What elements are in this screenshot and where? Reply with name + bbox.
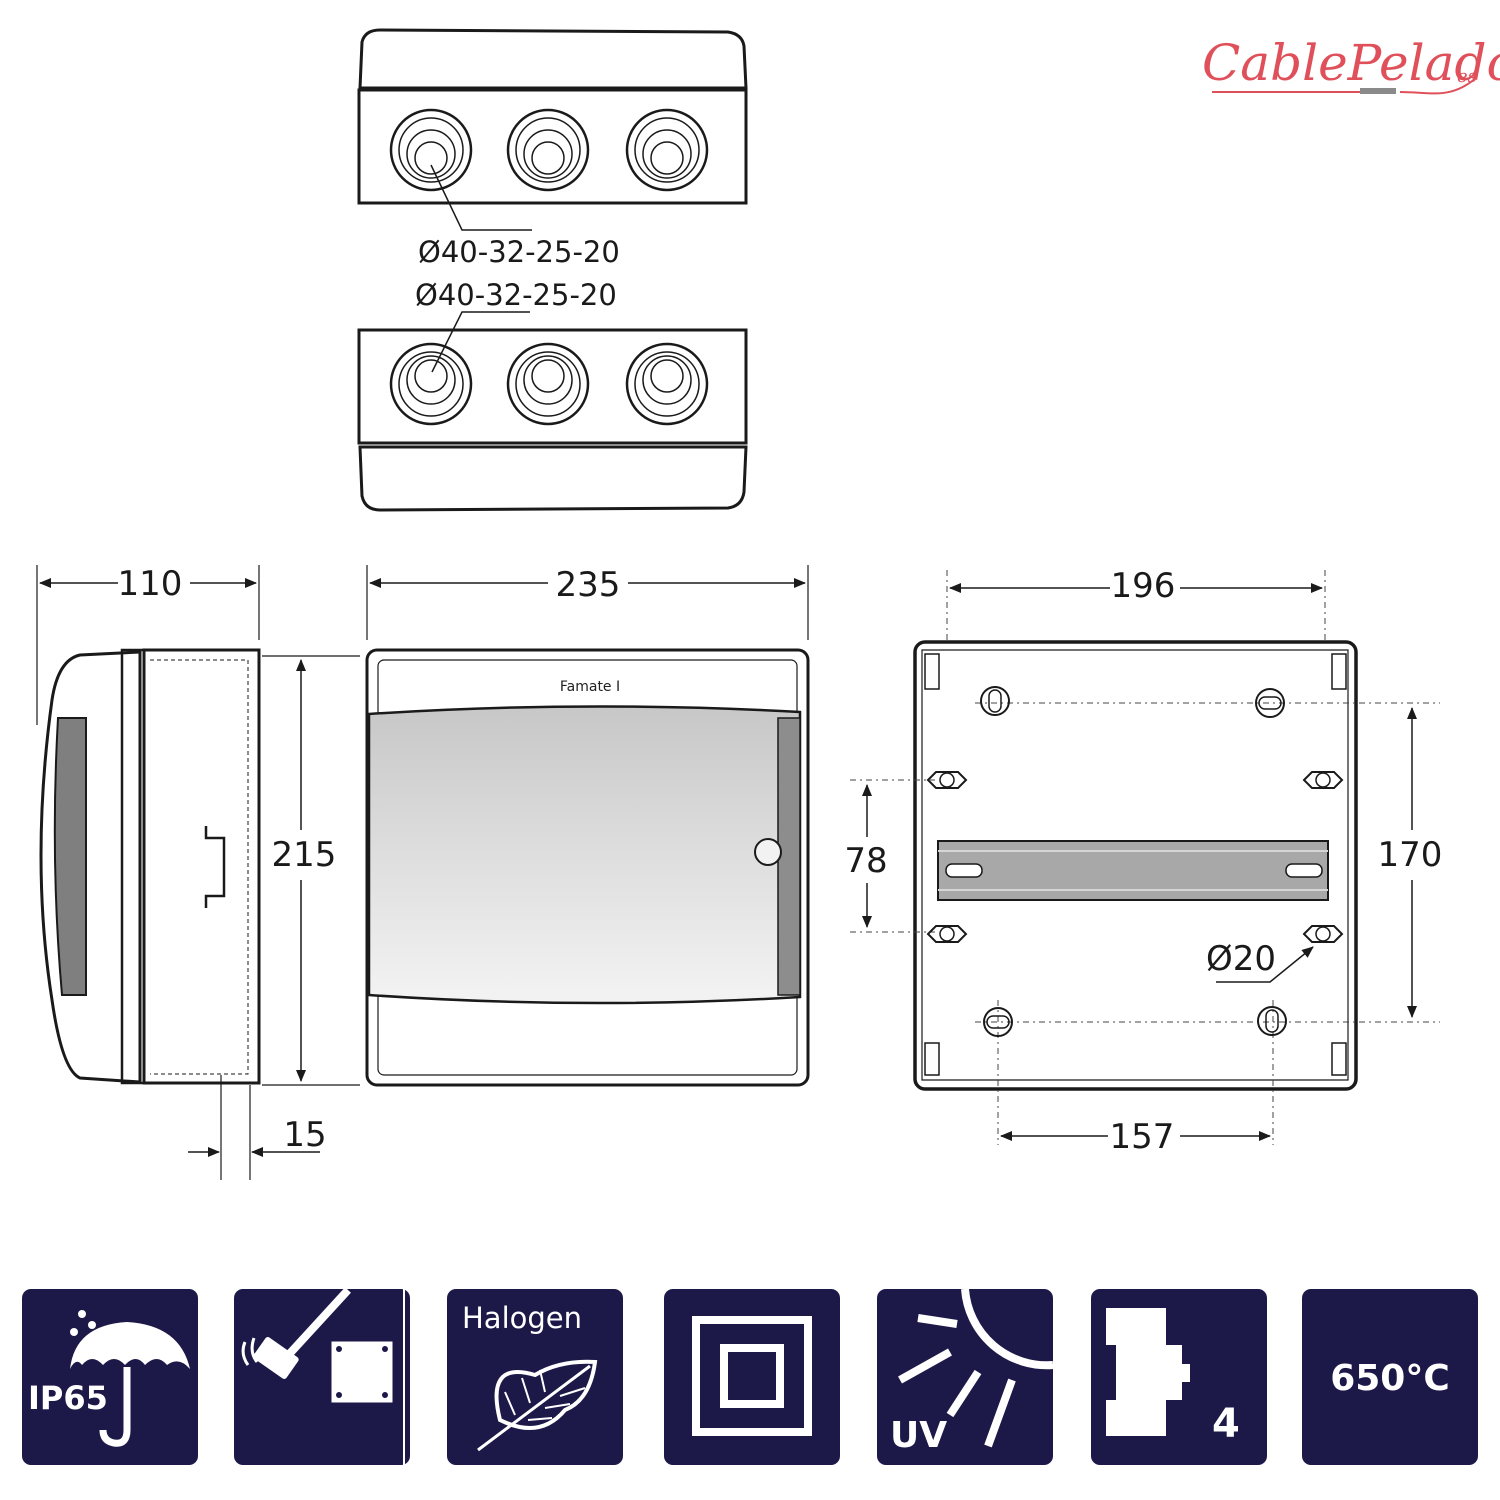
- top-view: Ø40-32-25-20: [357, 28, 748, 269]
- brand-logo-text: CablePelado: [1202, 34, 1500, 92]
- keyhole-lower-right: [1302, 925, 1344, 943]
- cable-gland-bottom-1: [389, 342, 473, 426]
- back-body: [913, 640, 1358, 1091]
- hammer-icon: [279, 1287, 351, 1365]
- side-body: [142, 648, 261, 1085]
- bottom-view: Ø40-32-25-20: [357, 278, 748, 512]
- badge-uv: UV: [877, 1288, 1054, 1465]
- side-door-profile: [39, 650, 142, 1084]
- bottom-view-lid-edge: [358, 445, 748, 512]
- side-view: 110 215 15: [36, 564, 360, 1180]
- badge-halogen: Halogen: [447, 1289, 623, 1465]
- door-latch: [754, 838, 782, 866]
- mounting-hole-bottom-left: [983, 1007, 1013, 1037]
- back-view: 196: [844, 566, 1442, 1157]
- badge-uv-text: UV: [890, 1415, 947, 1456]
- keyhole-upper-left: [926, 771, 968, 789]
- badge-halogen-text: Halogen: [462, 1301, 582, 1335]
- double-square-icon: [692, 1316, 812, 1436]
- bottom-gland-label: Ø40-32-25-20: [415, 278, 617, 312]
- bottom-gland-leader: [431, 311, 530, 373]
- cable-gland-bottom-3: [625, 342, 709, 426]
- circuit-breaker-icon: [1106, 1308, 1190, 1436]
- din-rail-profile: [204, 826, 226, 908]
- front-width-label: 235: [556, 565, 621, 605]
- badge-ip-text: IP65: [28, 1379, 108, 1417]
- sun-icon: [961, 1288, 1054, 1370]
- badge-temperature: 650°C: [1302, 1289, 1478, 1465]
- brand-logo: CablePelado es: [1202, 34, 1500, 95]
- badge-ip65: IP65: [22, 1289, 198, 1465]
- side-door-window: [53, 717, 87, 996]
- top-view-lid-edge: [358, 28, 748, 90]
- cable-gland-top-2: [506, 108, 590, 192]
- mounting-hole-bottom-right: [1257, 1006, 1287, 1036]
- badge-modules: 4: [1091, 1289, 1267, 1465]
- back-height-label: 170: [1378, 835, 1443, 875]
- umbrella-icon: [70, 1322, 190, 1369]
- side-din-offset-label: 15: [283, 1115, 326, 1155]
- back-width-label: 196: [1111, 566, 1176, 606]
- logo-wire-strip-icon: [1360, 88, 1396, 94]
- side-height-label: 215: [272, 835, 337, 875]
- keyhole-upper-right: [1302, 771, 1344, 789]
- bottom-view-body: [357, 328, 748, 445]
- badge-impact: [234, 1287, 410, 1465]
- feature-badges: IP65 Halogen: [22, 1287, 1478, 1465]
- transparent-door: [367, 705, 802, 1005]
- product-name: Famate I: [560, 679, 620, 695]
- rail-spacing-label: 78: [844, 841, 887, 881]
- mounting-hole-top-right: [1255, 688, 1285, 718]
- cable-gland-top-3: [625, 108, 709, 192]
- keyhole-lower-left: [926, 925, 968, 943]
- top-view-body: [357, 88, 748, 205]
- badge-double-insulation: [664, 1289, 840, 1465]
- front-view: 235 Famate I: [365, 565, 810, 1087]
- mounting-hole-top-left: [980, 686, 1010, 716]
- badge-temperature-text: 650°C: [1330, 1358, 1450, 1399]
- badge-modules-text: 4: [1212, 1401, 1240, 1447]
- hole-diameter-label: Ø20: [1206, 939, 1276, 979]
- side-depth-label: 110: [118, 564, 183, 604]
- leaf-icon: [494, 1359, 598, 1430]
- cable-gland-bottom-2: [506, 342, 590, 426]
- front-body: [365, 648, 810, 1087]
- cable-gland-top-1: [389, 108, 473, 192]
- hole-spacing-label: 157: [1110, 1117, 1175, 1157]
- din-rail: [937, 840, 1329, 901]
- top-gland-leader: [430, 164, 532, 231]
- top-gland-label: Ø40-32-25-20: [418, 235, 620, 269]
